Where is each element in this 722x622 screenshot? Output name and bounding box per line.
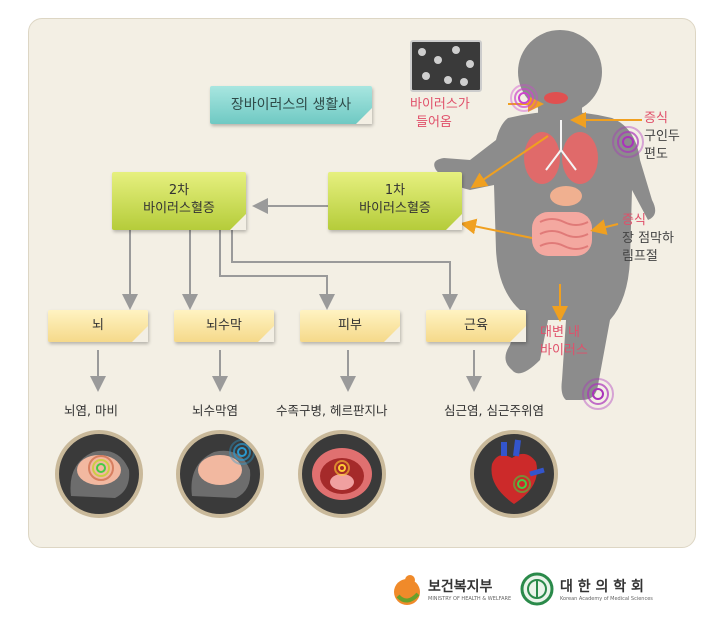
- virus-ring-throat: [612, 126, 644, 158]
- disease-meninges: 뇌수막염: [192, 403, 239, 418]
- ministry-subtitle: MINISTRY OF HEALTH & WELFARE: [428, 596, 512, 602]
- ministry-name: 보건복지부: [428, 579, 493, 595]
- stool-label-line2: 바이러스: [540, 343, 588, 358]
- virus-micrograph: [410, 40, 482, 92]
- disease-brain: 뇌염, 마비: [64, 403, 118, 418]
- secondary-viremia-line2: 바이러스혈증: [143, 201, 215, 216]
- footer-logos: 보건복지부 MINISTRY OF HEALTH & WELFARE 대 한 의…: [384, 568, 684, 612]
- arrow-to-primary-from-gut: [460, 218, 533, 239]
- ministry-logo: [390, 572, 424, 606]
- stool-label: 대변 내 바이러스: [540, 324, 588, 360]
- disease-skin: 수족구병, 헤르판지나: [276, 403, 388, 418]
- lungs-illustration: [524, 120, 598, 184]
- throat-label: 증식 구인두 편도: [644, 110, 680, 164]
- primary-viremia-line1: 1차: [384, 183, 406, 198]
- organ-brain: 뇌: [48, 310, 148, 342]
- gut-label-line1: 장 점막하: [622, 231, 674, 246]
- diagram-title: 장바이러스의 생활사: [210, 86, 372, 124]
- academy-subtitle: Korean Academy of Medical Sciences: [560, 596, 653, 602]
- secondary-viremia-line1: 2차: [168, 183, 190, 198]
- throat-label-line2: 편도: [644, 147, 668, 162]
- virus-enters-line1: 바이러스가: [410, 97, 470, 112]
- mouth-skin-illustration: [298, 430, 386, 518]
- gut-label-line2: 림프절: [622, 249, 658, 264]
- throat-label-line1: 구인두: [644, 129, 680, 144]
- organ-muscle: 근육: [426, 310, 526, 342]
- mouth-illustration: [544, 92, 568, 104]
- heart-illustration: [470, 430, 558, 518]
- organ-meninges: 뇌수막: [174, 310, 274, 342]
- virus-enters-label: 바이러스가 들어옴: [410, 96, 470, 132]
- academy-name: 대 한 의 학 회: [560, 579, 644, 595]
- virus-ring-stool: [582, 378, 614, 410]
- secondary-viremia-box: 2차 바이러스혈증: [112, 172, 246, 230]
- virus-enters-line2: 들어옴: [416, 115, 452, 130]
- academy-emblem: [520, 572, 554, 606]
- arrow-to-muscle: [231, 230, 458, 310]
- throat-label-title: 증식: [644, 111, 668, 126]
- gut-label-title: 증식: [622, 213, 646, 228]
- arrow-to-primary-from-lungs: [470, 135, 549, 189]
- primary-viremia-box: 1차 바이러스혈증: [328, 172, 462, 230]
- brain-illustration: [55, 430, 143, 518]
- primary-viremia-line2: 바이러스혈증: [359, 201, 431, 216]
- stool-label-line1: 대변 내: [540, 325, 581, 340]
- meninges-illustration: [176, 430, 264, 518]
- intestines-illustration: [532, 186, 592, 256]
- disease-muscle: 심근염, 심근주위염: [444, 403, 544, 418]
- organ-skin: 피부: [300, 310, 400, 342]
- arrow-to-skin: [219, 230, 335, 310]
- arrow-gut-label: [590, 219, 619, 235]
- virus-ring-mouth: [510, 84, 538, 112]
- gut-label: 증식 장 점막하 림프절: [622, 212, 674, 266]
